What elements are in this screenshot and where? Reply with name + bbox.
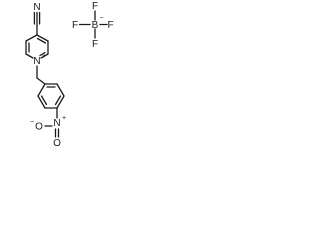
fluorine-left-label: F	[72, 20, 78, 31]
ring-double-bond	[54, 95, 62, 106]
nitro-oxygen-bottom-label: O	[53, 138, 61, 149]
ring-bond	[36, 34, 49, 42]
nitro-group: N + O − O	[30, 107, 66, 149]
nitrile-group: N	[33, 2, 41, 25]
pyridinium-ring: N +	[25, 23, 49, 67]
nitro-oxygen-charge: −	[30, 119, 34, 126]
ring-bond	[56, 83, 65, 97]
nitro-oxygen-left-label: O	[35, 122, 43, 133]
ring-bond	[40, 53, 49, 59]
ring-double-bond	[39, 51, 46, 57]
chemical-structure-diagram: N N +	[25, 1, 114, 149]
fluorine-right-label: F	[107, 20, 113, 31]
ring-double-bond	[36, 37, 47, 44]
benzene-ring	[37, 83, 65, 109]
fluorine-bottom-label: F	[92, 39, 98, 50]
nitro-nitrogen-charge: +	[62, 115, 66, 122]
nitro-nitrogen-label: N	[53, 118, 60, 129]
pyridinium-cation: N N +	[25, 2, 66, 149]
ring-bond	[37, 83, 46, 97]
ring-bond	[25, 34, 38, 42]
fluorine-top-label: F	[92, 1, 98, 12]
ch2-aryl-bond	[36, 77, 46, 85]
ring-bond	[56, 95, 65, 109]
ring-bond	[37, 95, 46, 109]
boron-label: B	[92, 20, 99, 31]
ring-nitrogen-label: N	[33, 56, 40, 67]
ring-bond	[25, 53, 34, 59]
tetrafluoroborate-anion: F F B − F F	[72, 1, 114, 50]
ring-double-bond	[40, 95, 48, 106]
nitrile-nitrogen-label: N	[33, 2, 40, 13]
ring-nitrogen-charge: +	[42, 53, 46, 60]
boron-charge: −	[100, 15, 104, 22]
